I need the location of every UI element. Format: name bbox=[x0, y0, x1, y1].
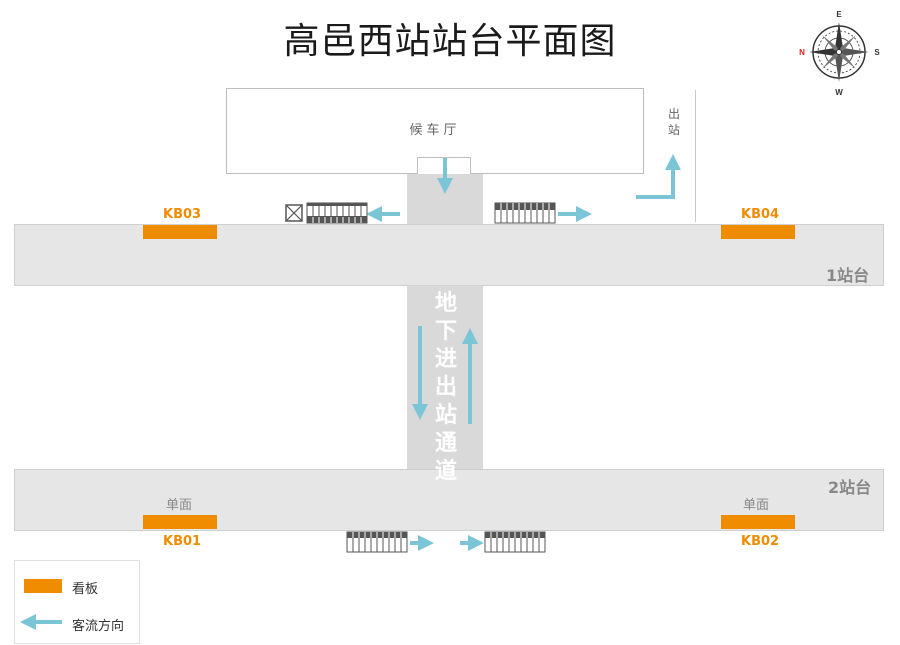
platform-2-label: 2站台 bbox=[828, 478, 872, 497]
legend-flow-label: 客流方向 bbox=[72, 619, 125, 634]
legend bbox=[14, 560, 140, 644]
board-kb02 bbox=[721, 515, 795, 529]
staircase-platform1-left bbox=[285, 202, 368, 224]
board-code-kb01: KB01 bbox=[163, 534, 202, 549]
board-code-kb02: KB02 bbox=[741, 534, 780, 549]
legend-board-swatch bbox=[24, 579, 62, 593]
compass-rose-icon bbox=[809, 22, 869, 82]
board-kb03 bbox=[143, 225, 217, 239]
exit-boundary bbox=[695, 90, 696, 222]
page-title: 高邑西站站台平面图 bbox=[283, 21, 617, 62]
underground-passage-label: 地下进出站通道 bbox=[434, 291, 457, 484]
staircase-platform2-left bbox=[346, 531, 408, 553]
compass-label-s: S bbox=[874, 48, 880, 57]
single-side-label-kb02: 单面 bbox=[743, 498, 770, 513]
platform-1-label: 1站台 bbox=[826, 266, 870, 285]
board-kb01 bbox=[143, 515, 217, 529]
exit-label: 出站 bbox=[667, 107, 680, 137]
flow-arrow-exit bbox=[636, 154, 681, 199]
compass-label-e: E bbox=[836, 10, 842, 19]
waiting-hall-label: 候车厅 bbox=[409, 123, 461, 138]
single-side-label-kb01: 单面 bbox=[166, 498, 193, 513]
board-code-kb04: KB04 bbox=[741, 207, 780, 222]
staircase-platform1-right bbox=[494, 202, 556, 224]
compass-label-w: W bbox=[835, 88, 843, 97]
legend-board-label: 看板 bbox=[72, 582, 99, 597]
staircase-platform2-right bbox=[484, 531, 546, 553]
board-code-kb03: KB03 bbox=[163, 207, 202, 222]
board-kb04 bbox=[721, 225, 795, 239]
compass-label-n: N bbox=[799, 48, 805, 57]
